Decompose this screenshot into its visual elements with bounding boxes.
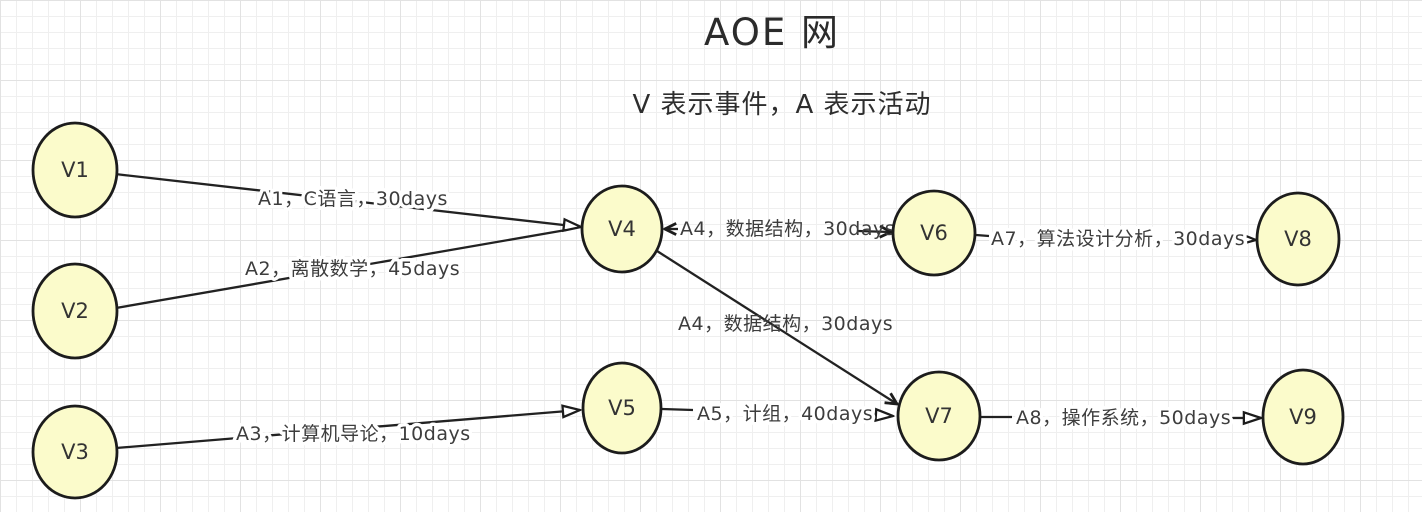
edge-a7[interactable]: A7，算法设计分析，30days: [975, 225, 1256, 254]
node-v2[interactable]: V2: [31, 262, 119, 360]
node-v2-label: V2: [61, 299, 89, 323]
node-v1[interactable]: V1: [31, 121, 119, 219]
edge-a5-label: A5，计组，40days: [697, 403, 873, 425]
node-v5[interactable]: V5: [581, 361, 663, 455]
edge-a8[interactable]: A8，操作系统，50days: [981, 404, 1261, 433]
edge-a3-label: A3，计算机导论，10days: [236, 423, 471, 445]
node-v3-label: V3: [61, 440, 89, 464]
node-v9-label: V9: [1289, 405, 1317, 429]
edge-a1[interactable]: A1，C语言，30days: [114, 172, 581, 227]
edge-a7-label: A7，算法设计分析，30days: [991, 228, 1245, 250]
edge-a8-label: A8，操作系统，50days: [1016, 407, 1231, 429]
node-v3[interactable]: V3: [31, 404, 119, 500]
page-subtitle: V 表示事件，A 表示活动: [632, 90, 931, 120]
edge-a3[interactable]: A3，计算机导论，10days: [115, 410, 580, 450]
node-v9[interactable]: V9: [1261, 368, 1345, 466]
node-v1-label: V1: [61, 158, 89, 182]
edge-a2[interactable]: A2，离散数学，45days: [115, 228, 567, 310]
node-v4[interactable]: V4: [580, 184, 664, 274]
edge-a4-v4-v7-label: A4，数据结构，30days: [678, 313, 893, 335]
node-v6-label: V6: [920, 221, 948, 245]
edge-a1-label: A1，C语言，30days: [258, 188, 448, 210]
node-v6[interactable]: V6: [891, 189, 977, 277]
edge-a4-v4-v7[interactable]: A4，数据结构，30days: [656, 250, 897, 404]
page-title: AOE 网: [704, 11, 840, 54]
node-v7-label: V7: [925, 404, 953, 428]
edge-a2-label: A2，离散数学，45days: [245, 258, 460, 280]
node-v5-label: V5: [608, 396, 636, 420]
node-v8-label: V8: [1284, 227, 1312, 251]
edge-a4-v4-v6[interactable]: A4，数据结构，30days: [665, 218, 895, 240]
node-v7[interactable]: V7: [896, 370, 982, 462]
edge-a5[interactable]: A5，计组，40days: [661, 400, 893, 429]
node-v8[interactable]: V8: [1255, 191, 1341, 287]
node-v4-label: V4: [608, 217, 636, 241]
edge-a4-v4-v6-label: A4，数据结构，30days: [680, 218, 895, 240]
